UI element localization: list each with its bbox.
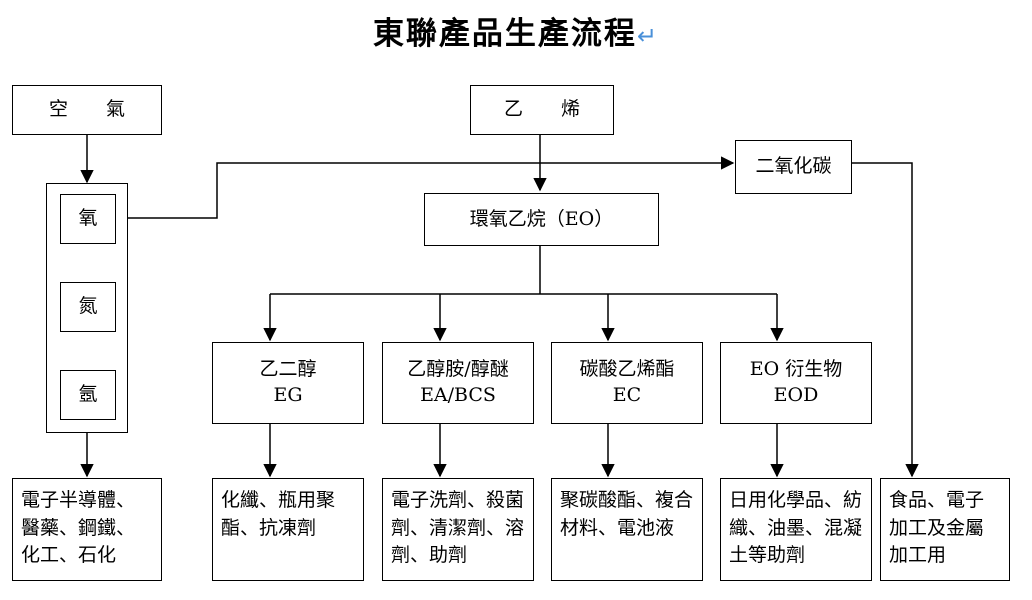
application-eod-box: 日用化學品、紡織、油墨、混凝土等助劑: [720, 478, 872, 581]
page-title: 東聯產品生產流程↵: [372, 16, 660, 52]
arrow-co2-to-app: [852, 162, 919, 478]
return-mark: ↵: [636, 22, 660, 50]
co2-box: 二氧化碳: [735, 140, 852, 194]
eo-box: 環氧乙烷（EO）: [424, 193, 659, 246]
product-eod-box: EO 衍生物 EOD: [720, 342, 872, 424]
application-co2-box: 食品、電子加工及金屬加工用: [880, 478, 1010, 581]
oxygen-box: 氧: [60, 194, 116, 244]
ethylene-box: 乙 烯: [470, 85, 614, 135]
argon-box: 氬: [60, 370, 116, 420]
application-ea-bcs-box: 電子洗劑、殺菌劑、清潔劑、溶劑、助劑: [382, 478, 534, 581]
application-ec-box: 聚碳酸酯、複合材料、電池液: [551, 478, 703, 581]
product-ec-box: 碳酸乙烯酯 EC: [551, 342, 703, 424]
air-box: 空 氣: [12, 85, 162, 135]
product-eg-box: 乙二醇 EG: [212, 342, 364, 424]
line-oxygen-to-junction: [117, 162, 540, 219]
application-air-gases-box: 電子半導體、醫藥、鋼鐵、化工、石化: [12, 478, 162, 581]
application-eg-box: 化纖、瓶用聚酯、抗凍劑: [212, 478, 364, 581]
nitrogen-box: 氮: [60, 282, 116, 332]
product-ea-bcs-box: 乙醇胺/醇醚 EA/BCS: [382, 342, 534, 424]
